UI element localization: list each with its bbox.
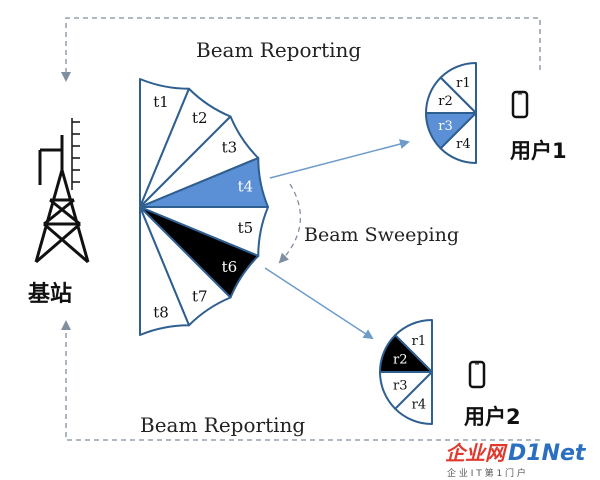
user1-beam-label-r1: r1 xyxy=(456,76,471,91)
user2-beam-label-r1: r1 xyxy=(412,334,427,349)
beam-reporting-loop-bottom xyxy=(61,320,540,441)
beam-sweeping-arrow xyxy=(278,183,302,264)
beam-arrow-to-user2 xyxy=(264,267,374,340)
watermark-brand-prefix: 企业网 xyxy=(445,441,508,465)
user2-label: 用户2 xyxy=(464,405,521,429)
user1-phone-icon xyxy=(511,90,529,119)
base-station-label: 基站 xyxy=(28,282,72,307)
user1-beam-label-r4: r4 xyxy=(456,137,471,152)
user1-beam-label-r2: r2 xyxy=(438,94,453,109)
user1-label: 用户1 xyxy=(510,139,567,163)
tx-beam-label-t1: t1 xyxy=(153,93,169,111)
user2-beam-label-r3: r3 xyxy=(393,379,408,394)
tx-beam-label-t3: t3 xyxy=(222,139,238,157)
tx-beam-label-t2: t2 xyxy=(192,109,208,127)
watermark-brand-mark: D1Net xyxy=(508,441,587,466)
base-station-tower-icon xyxy=(34,118,90,264)
user2-beam-fan: r1 r2 r3 r4 xyxy=(379,319,433,425)
tx-beam-label-t5: t5 xyxy=(238,219,254,237)
tx-beam-label-t7: t7 xyxy=(192,288,208,306)
beam-reporting-label-bottom: Beam Reporting xyxy=(140,413,305,437)
tx-beam-fan: t1 t2 t3 t4 t5 t6 t7 t8 xyxy=(139,78,269,336)
tx-beam-label-t8: t8 xyxy=(153,304,169,322)
user1-beam-label-r3: r3 xyxy=(438,119,453,134)
beam-reporting-label-top: Beam Reporting xyxy=(196,38,361,62)
d1net-watermark-logo: 企业网 D1Net 企 业 I T 第 1 门 户 xyxy=(445,441,587,479)
tx-beam-label-t4: t4 xyxy=(238,177,254,195)
tx-beam-label-t6: t6 xyxy=(222,258,238,276)
user2-phone-icon xyxy=(468,360,486,389)
watermark-tagline: 企 业 I T 第 1 门 户 xyxy=(447,467,526,479)
beam-arrow-to-user1 xyxy=(269,139,410,179)
user2-beam-label-r4: r4 xyxy=(412,397,427,412)
user2-beam-r4 xyxy=(394,371,433,425)
beam-reporting-loop-top xyxy=(61,17,541,82)
beam-sweeping-label: Beam Sweeping xyxy=(304,224,459,246)
user2-beam-label-r2: r2 xyxy=(393,352,408,367)
user1-beam-r4 xyxy=(439,112,477,164)
tx-beam-t8 xyxy=(139,206,190,336)
